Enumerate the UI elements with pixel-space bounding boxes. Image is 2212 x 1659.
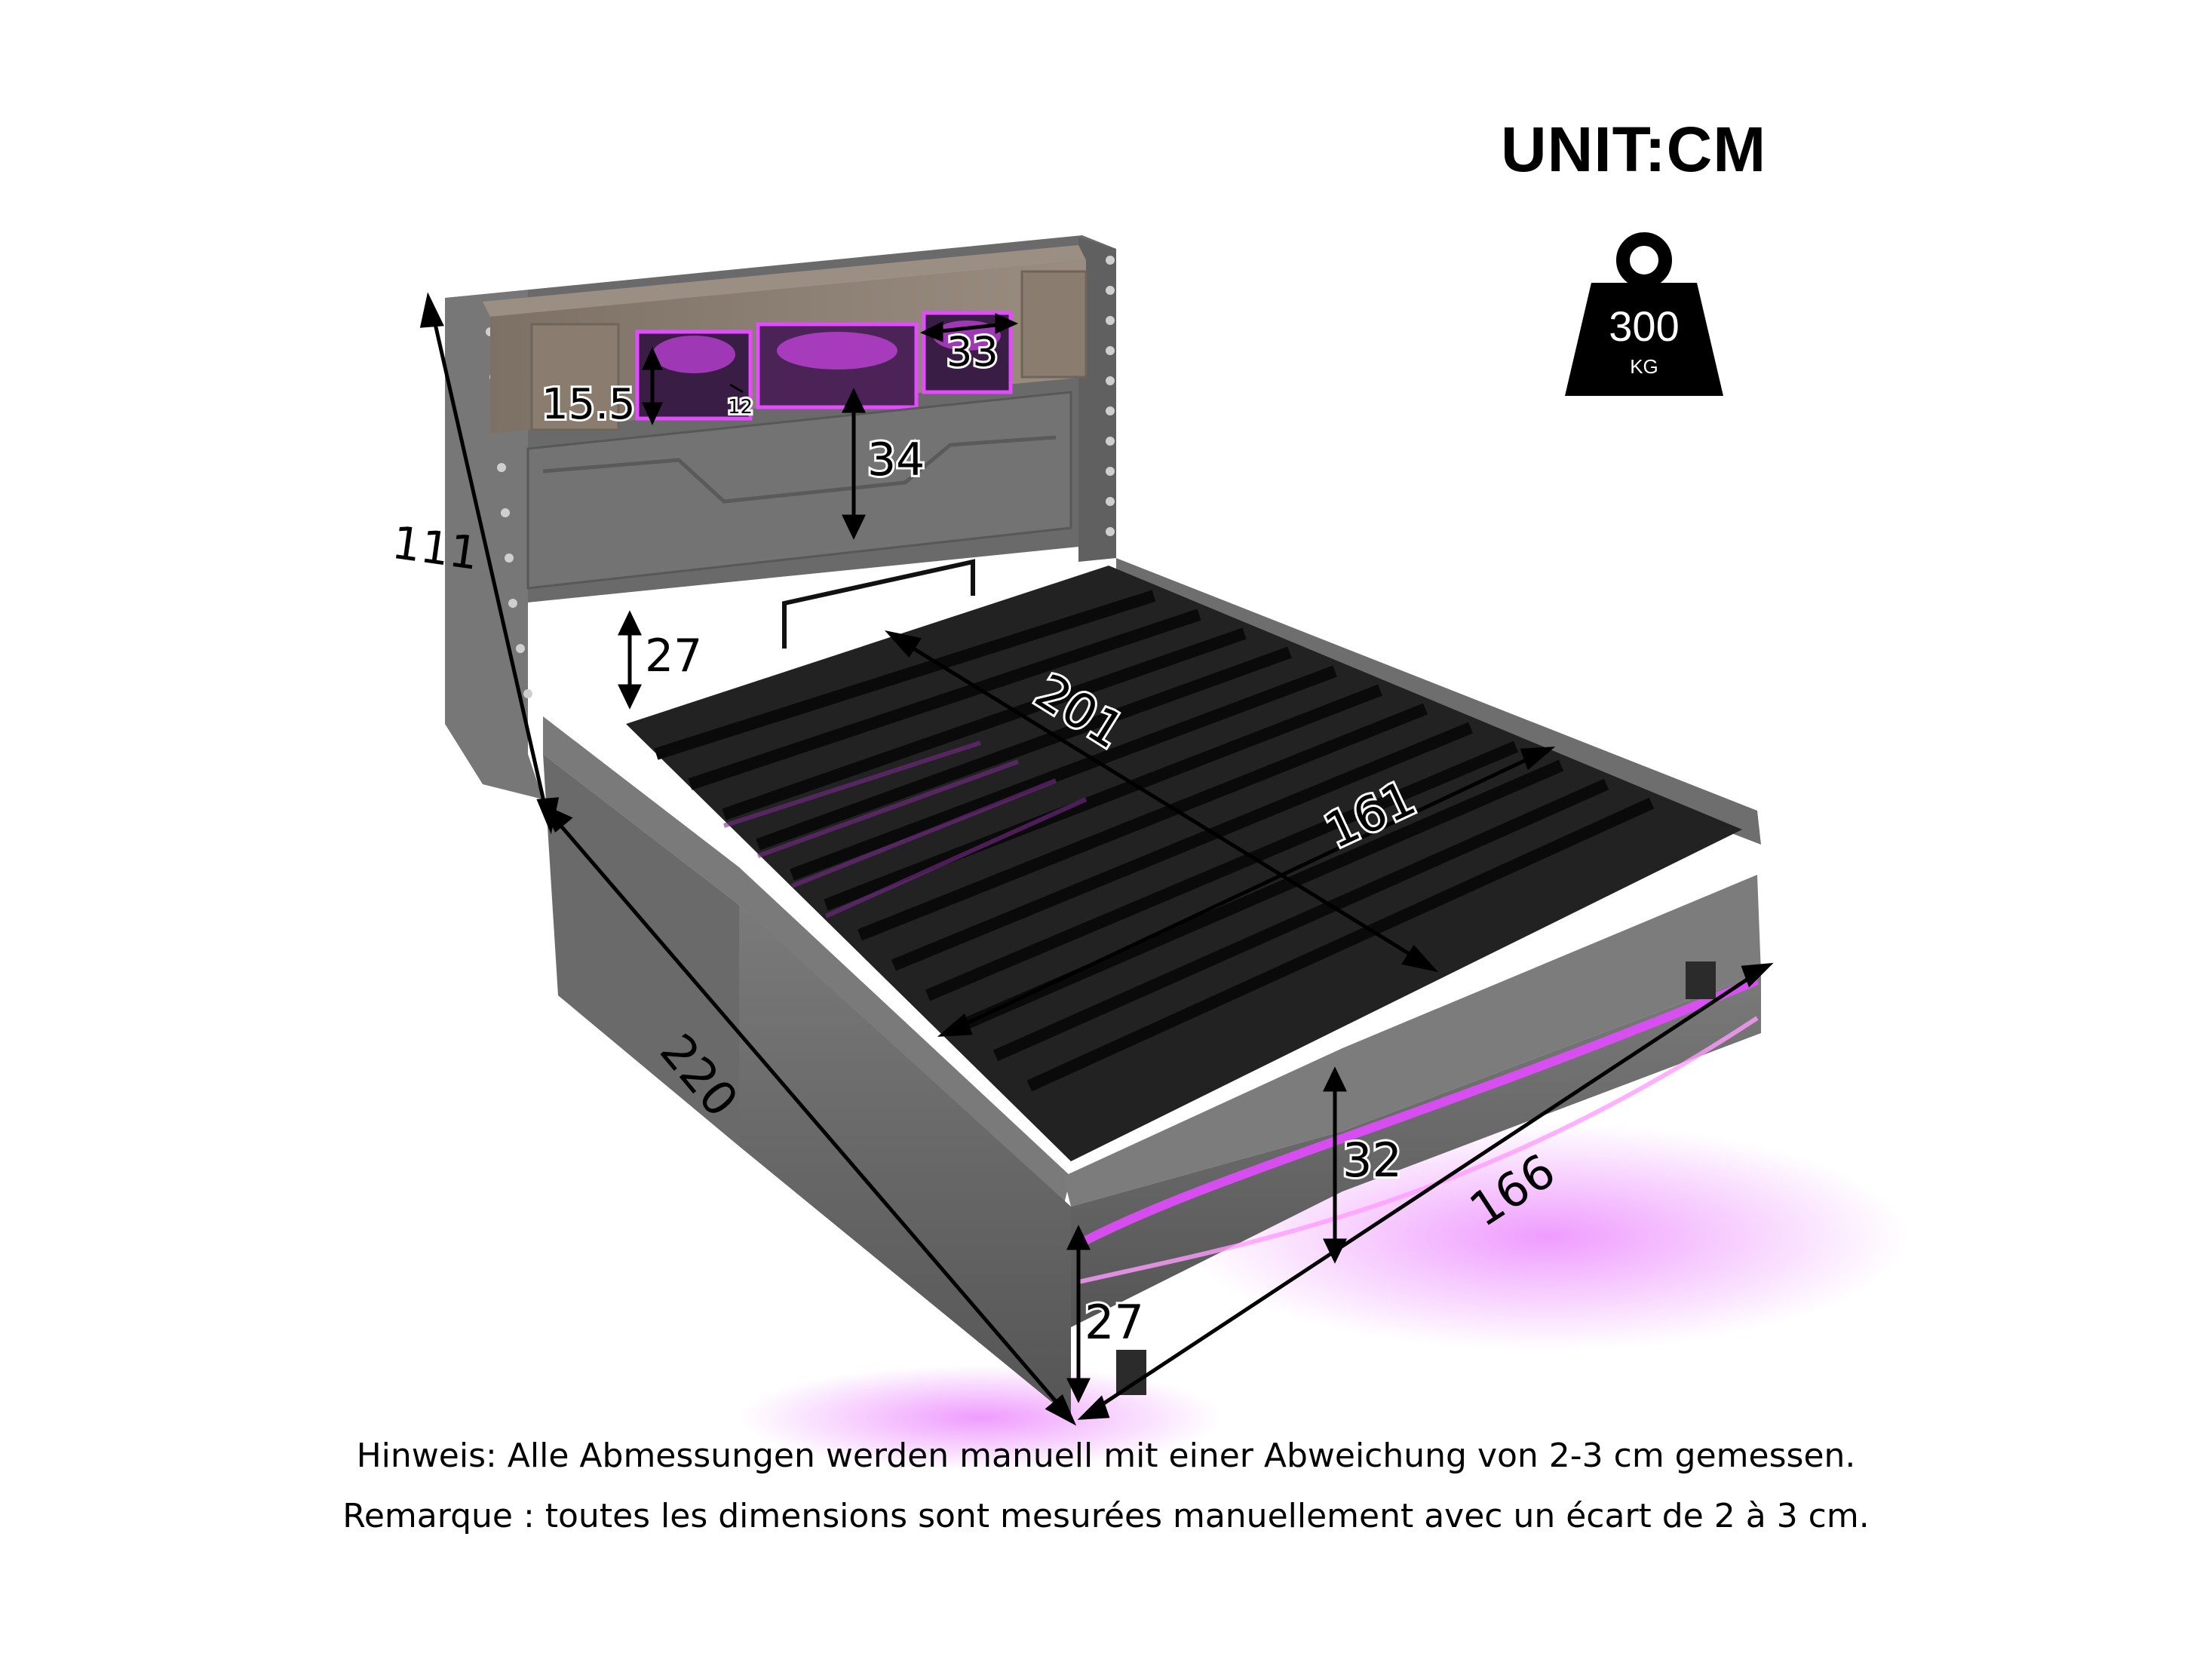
dim-shelf-width: 33 [946,328,999,376]
bed-slats [626,559,1742,1161]
nailhead-trim [486,256,1115,698]
weight-icon: 300 KG [1565,232,1723,396]
dim-shelf-depth: 12 [728,396,753,419]
unit-label: UNIT:CM [1501,114,1767,185]
dimension-lines [419,292,1774,1426]
dim-headboard-cushion: 34 [867,434,925,486]
dim-shelf-height: 15.5 [541,380,636,429]
load-capacity-value: 300 [1609,302,1679,350]
dim-headboard-gap: 27 [645,630,702,682]
note-german: Hinweis: Alle Abmessungen werden manuell… [356,1437,1856,1475]
dim-total-height: 111 [389,517,482,581]
dim-leg-height: 27 [1085,1295,1144,1350]
note-french: Remarque : toutes les dimensions sont me… [342,1497,1870,1535]
load-capacity-unit: KG [1630,355,1658,378]
dim-side-rail-height: 32 [1342,1133,1402,1188]
